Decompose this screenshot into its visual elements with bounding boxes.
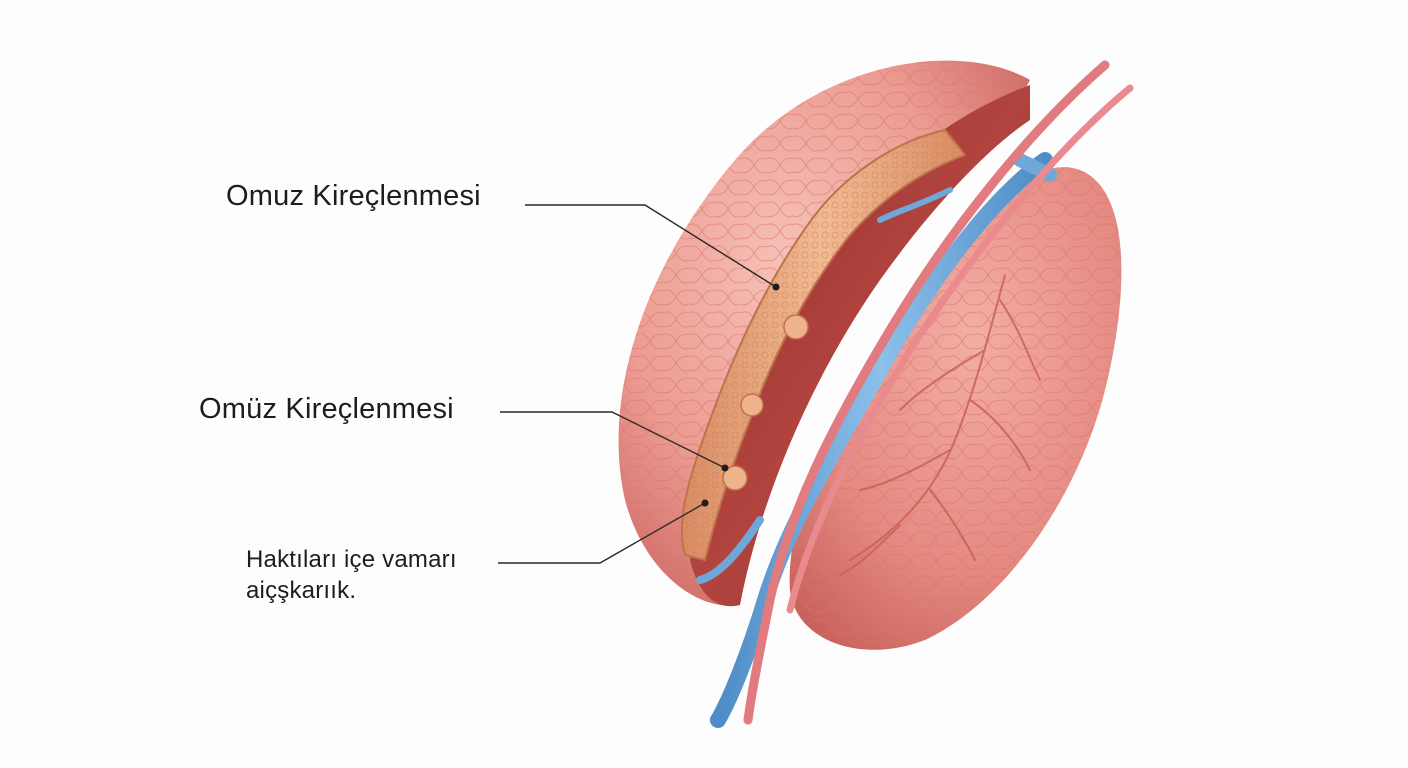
lobe-vessels xyxy=(839,274,1041,576)
leader-endpoints xyxy=(701,283,780,507)
label-omuz-kireclenmesi: Omuz Kireçlenmesi xyxy=(226,180,481,212)
leader-dot-3 xyxy=(701,499,709,507)
leader-line-3 xyxy=(498,502,706,564)
vein xyxy=(696,152,1057,728)
label-vessels-line-1: Haktıları içe vamarı xyxy=(246,546,457,573)
leader-dot-1 xyxy=(772,283,780,291)
artery xyxy=(743,60,1134,725)
leader-dot-2 xyxy=(721,464,729,472)
label-omuz-kireclenmesi-2: Omüz Kireçlenmesi xyxy=(199,393,454,425)
leader-lines xyxy=(498,204,777,564)
cavity xyxy=(690,85,1030,607)
leader-line-2 xyxy=(500,411,726,469)
right-lobe xyxy=(789,167,1122,650)
label-vessels: Haktıları içe vamarı aiçşkarıık. xyxy=(246,544,457,606)
leader-line-1 xyxy=(525,204,777,288)
label-vessels-line-2: aiçşkarıık. xyxy=(246,577,357,604)
calcified-band xyxy=(680,128,967,562)
